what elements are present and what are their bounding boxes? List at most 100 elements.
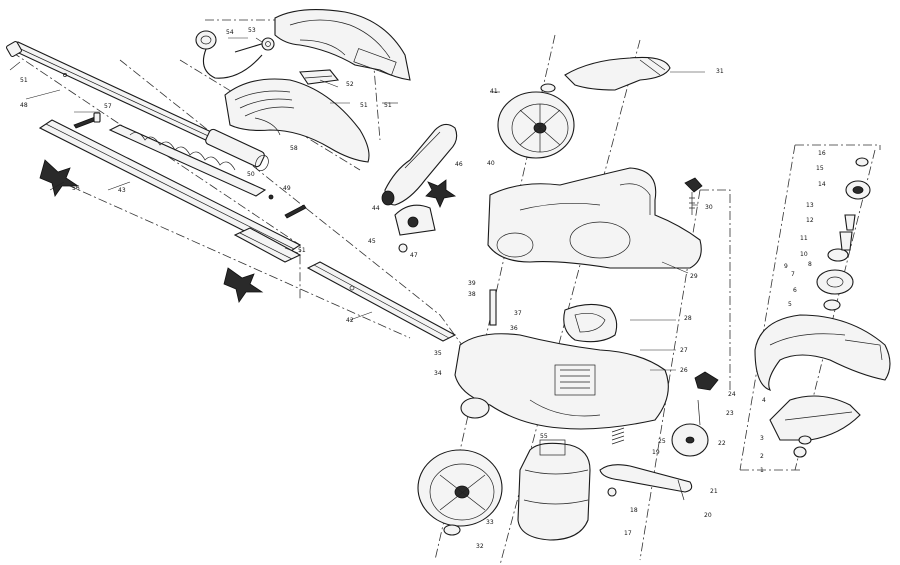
callout-25: 25 bbox=[658, 438, 666, 445]
callout-3: 3 bbox=[760, 435, 764, 442]
washer-part-10 bbox=[827, 248, 849, 262]
callout-52: 51 bbox=[384, 102, 392, 109]
motor-part-17 bbox=[517, 439, 591, 541]
callout-21: 21 bbox=[710, 488, 718, 495]
callout-33: 33 bbox=[486, 519, 494, 526]
screw-part-59 bbox=[73, 112, 101, 129]
callout-6: 6 bbox=[793, 287, 797, 294]
nut-part-1 bbox=[793, 446, 807, 458]
callout-56: 54 bbox=[226, 29, 234, 36]
callout-23: 23 bbox=[726, 410, 734, 417]
knob-part-46 bbox=[425, 179, 457, 208]
callout-57: 55 bbox=[540, 433, 548, 440]
bearing-part-6 bbox=[823, 299, 841, 311]
callout-11: 11 bbox=[800, 235, 808, 242]
callout-59: 57 bbox=[104, 103, 112, 110]
callout-53: 51 bbox=[360, 102, 368, 109]
callout-9: 9 bbox=[784, 263, 788, 270]
cover-part-31 bbox=[564, 56, 671, 91]
shaft-part-38 bbox=[489, 289, 497, 326]
callout-2: 2 bbox=[760, 453, 764, 460]
washer-part-2 bbox=[798, 435, 812, 445]
callout-13: 13 bbox=[806, 202, 814, 209]
callout-37: 37 bbox=[514, 310, 522, 317]
bolt-part-49 bbox=[268, 194, 307, 219]
end-cap-part-51 bbox=[5, 40, 23, 58]
callout-54: 52 bbox=[346, 81, 354, 88]
callout-16: 16 bbox=[818, 150, 826, 157]
callout-28: 28 bbox=[684, 315, 692, 322]
callout-12: 12 bbox=[806, 217, 814, 224]
callout-60: 58 bbox=[290, 145, 298, 152]
callout-27: 27 bbox=[680, 347, 688, 354]
callout-43: 43 bbox=[118, 187, 126, 194]
callout-18: 18 bbox=[630, 507, 638, 514]
handle-grip-part-52 bbox=[274, 9, 411, 81]
callout-38: 38 bbox=[468, 291, 476, 298]
housing-part-29 bbox=[487, 167, 702, 269]
callout-39: 39 bbox=[468, 280, 476, 287]
rear-wheel-part-33 bbox=[417, 449, 503, 527]
flange-part-8 bbox=[816, 269, 854, 295]
callout-1: 1 bbox=[760, 467, 764, 474]
callout-46: 46 bbox=[455, 161, 463, 168]
plate-part-21 bbox=[599, 464, 693, 493]
blade-part-3 bbox=[769, 395, 861, 441]
nut-part-47 bbox=[398, 243, 408, 253]
front-grip-part-44 bbox=[381, 123, 458, 206]
gear-part-14 bbox=[845, 180, 871, 200]
callout-10: 10 bbox=[800, 251, 808, 258]
motor-housing-part-26 bbox=[454, 333, 669, 430]
callout-15: 15 bbox=[816, 165, 824, 172]
washer-part-32 bbox=[443, 524, 461, 536]
screw-part-20 bbox=[677, 479, 685, 501]
collar-part-51-lower bbox=[233, 227, 302, 263]
callout-4: 4 bbox=[762, 397, 766, 404]
callout-41: 41 bbox=[490, 88, 498, 95]
washer-top bbox=[540, 83, 556, 93]
switch-part-55 bbox=[261, 37, 275, 51]
knob-part-24 bbox=[694, 371, 719, 391]
handle-cover-part-53 bbox=[224, 78, 370, 163]
callout-22: 22 bbox=[718, 440, 726, 447]
knob-part-30 bbox=[684, 177, 703, 215]
callout-36: 36 bbox=[510, 325, 518, 332]
callout-40: 40 bbox=[487, 160, 495, 167]
blade-guard-part-5 bbox=[754, 314, 891, 391]
labels: 51 48 57 56 43 50 58 4 9 51 42 54 53 52 5… bbox=[20, 27, 826, 550]
callout-31: 31 bbox=[716, 68, 724, 75]
callout-32: 32 bbox=[476, 543, 484, 550]
callout-17: 17 bbox=[624, 530, 632, 537]
nut-part-18 bbox=[607, 487, 617, 497]
callout-35: 35 bbox=[434, 350, 442, 357]
callout-5: 5 bbox=[788, 301, 792, 308]
spring-part-25 bbox=[611, 427, 625, 445]
callout-48: 48 bbox=[20, 102, 28, 109]
wheel-part-22 bbox=[671, 423, 709, 457]
callout-14: 14 bbox=[818, 181, 826, 188]
callout-42: 42 bbox=[346, 317, 354, 324]
knob-part-58 bbox=[39, 159, 80, 197]
callout-51-mid: 51 bbox=[298, 247, 306, 254]
callout-44: 44 bbox=[372, 205, 380, 212]
telescopic-spring-shaft-part-50 bbox=[108, 124, 269, 197]
callout-45: 45 bbox=[368, 238, 376, 245]
bracket-part-54 bbox=[299, 69, 340, 85]
callout-51-top: 51 bbox=[20, 77, 28, 84]
callout-34: 34 bbox=[434, 370, 442, 377]
shaft-part-11 bbox=[839, 231, 853, 251]
callout-55: 53 bbox=[248, 27, 256, 34]
callout-26: 26 bbox=[680, 367, 688, 374]
wheel-part-41 bbox=[497, 91, 575, 159]
callout-24: 24 bbox=[728, 391, 736, 398]
clamp-part-45 bbox=[394, 204, 436, 236]
knob-lower bbox=[223, 267, 264, 303]
small-wheel-left bbox=[460, 397, 490, 419]
lower-tube-part-42 bbox=[306, 261, 457, 342]
callout-50: 50 bbox=[247, 171, 255, 178]
inner-tube-part-43 bbox=[38, 119, 302, 254]
callout-7-top: 7 bbox=[791, 271, 795, 278]
